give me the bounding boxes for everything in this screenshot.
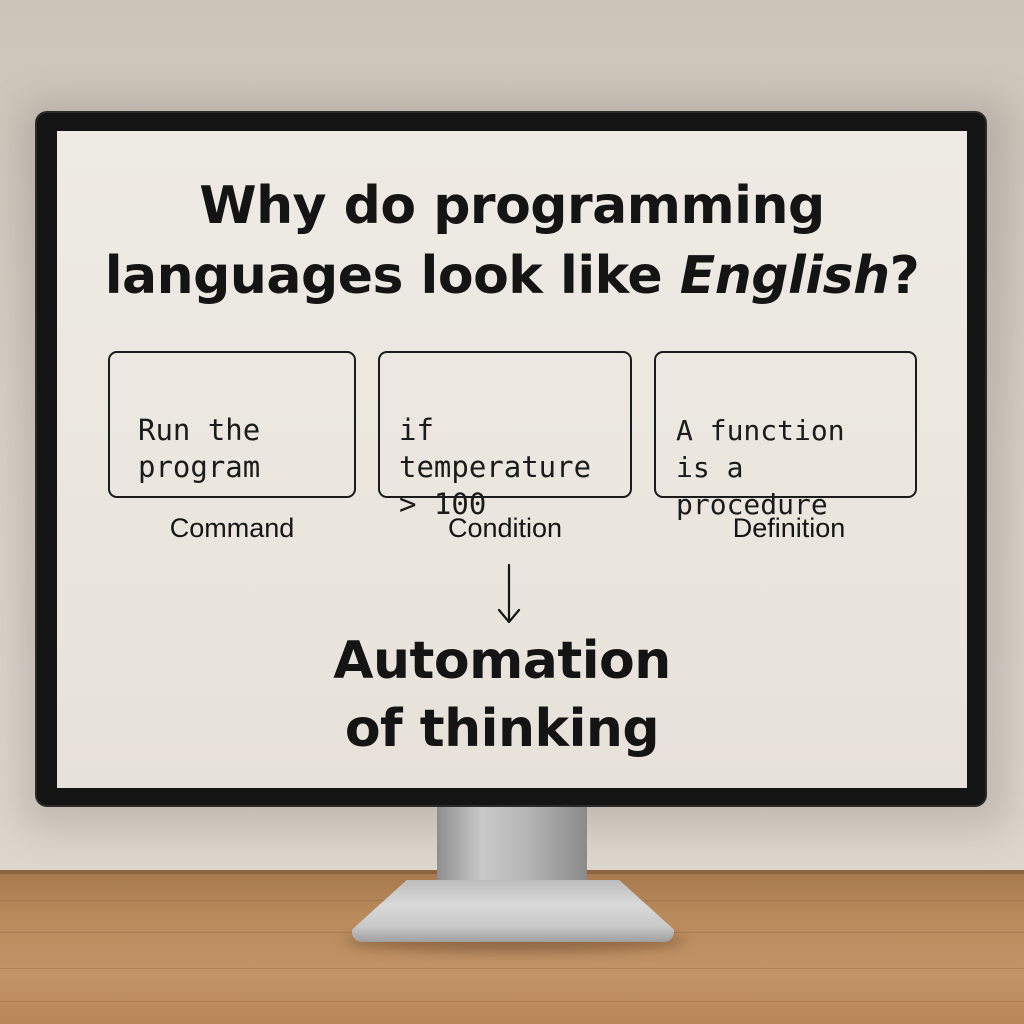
conclusion-line-2: of thinking — [344, 699, 660, 759]
headline-emphasis: English — [679, 246, 890, 306]
conclusion-line-1: Automation — [333, 631, 671, 691]
headline-line-1: Why do programming — [199, 176, 825, 236]
condition-code: if temperature > 100 — [399, 413, 592, 521]
condition-card: if temperature > 100 — [378, 351, 632, 521]
headline-line-2-suffix: ? — [889, 246, 920, 306]
command-label: Command — [169, 513, 295, 543]
headline-line-2: languages look like English? — [57, 241, 967, 311]
conclusion: Automation of thinking — [57, 627, 947, 763]
arrow-down-icon — [497, 563, 521, 624]
condition-label: Condition — [447, 513, 563, 543]
headline-line-2-prefix: languages look like — [104, 246, 680, 306]
monitor-stand-base — [352, 880, 674, 942]
definition-label: Definition — [732, 513, 846, 543]
headline: Why do programming languages look like E… — [57, 171, 967, 311]
monitor-screen: Why do programming languages look like E… — [57, 131, 967, 788]
command-code: Run the program — [138, 413, 261, 484]
command-card: Run the program — [108, 351, 356, 498]
definition-code: A function is a procedure — [676, 414, 845, 521]
definition-card: A function is a procedure — [654, 351, 917, 521]
